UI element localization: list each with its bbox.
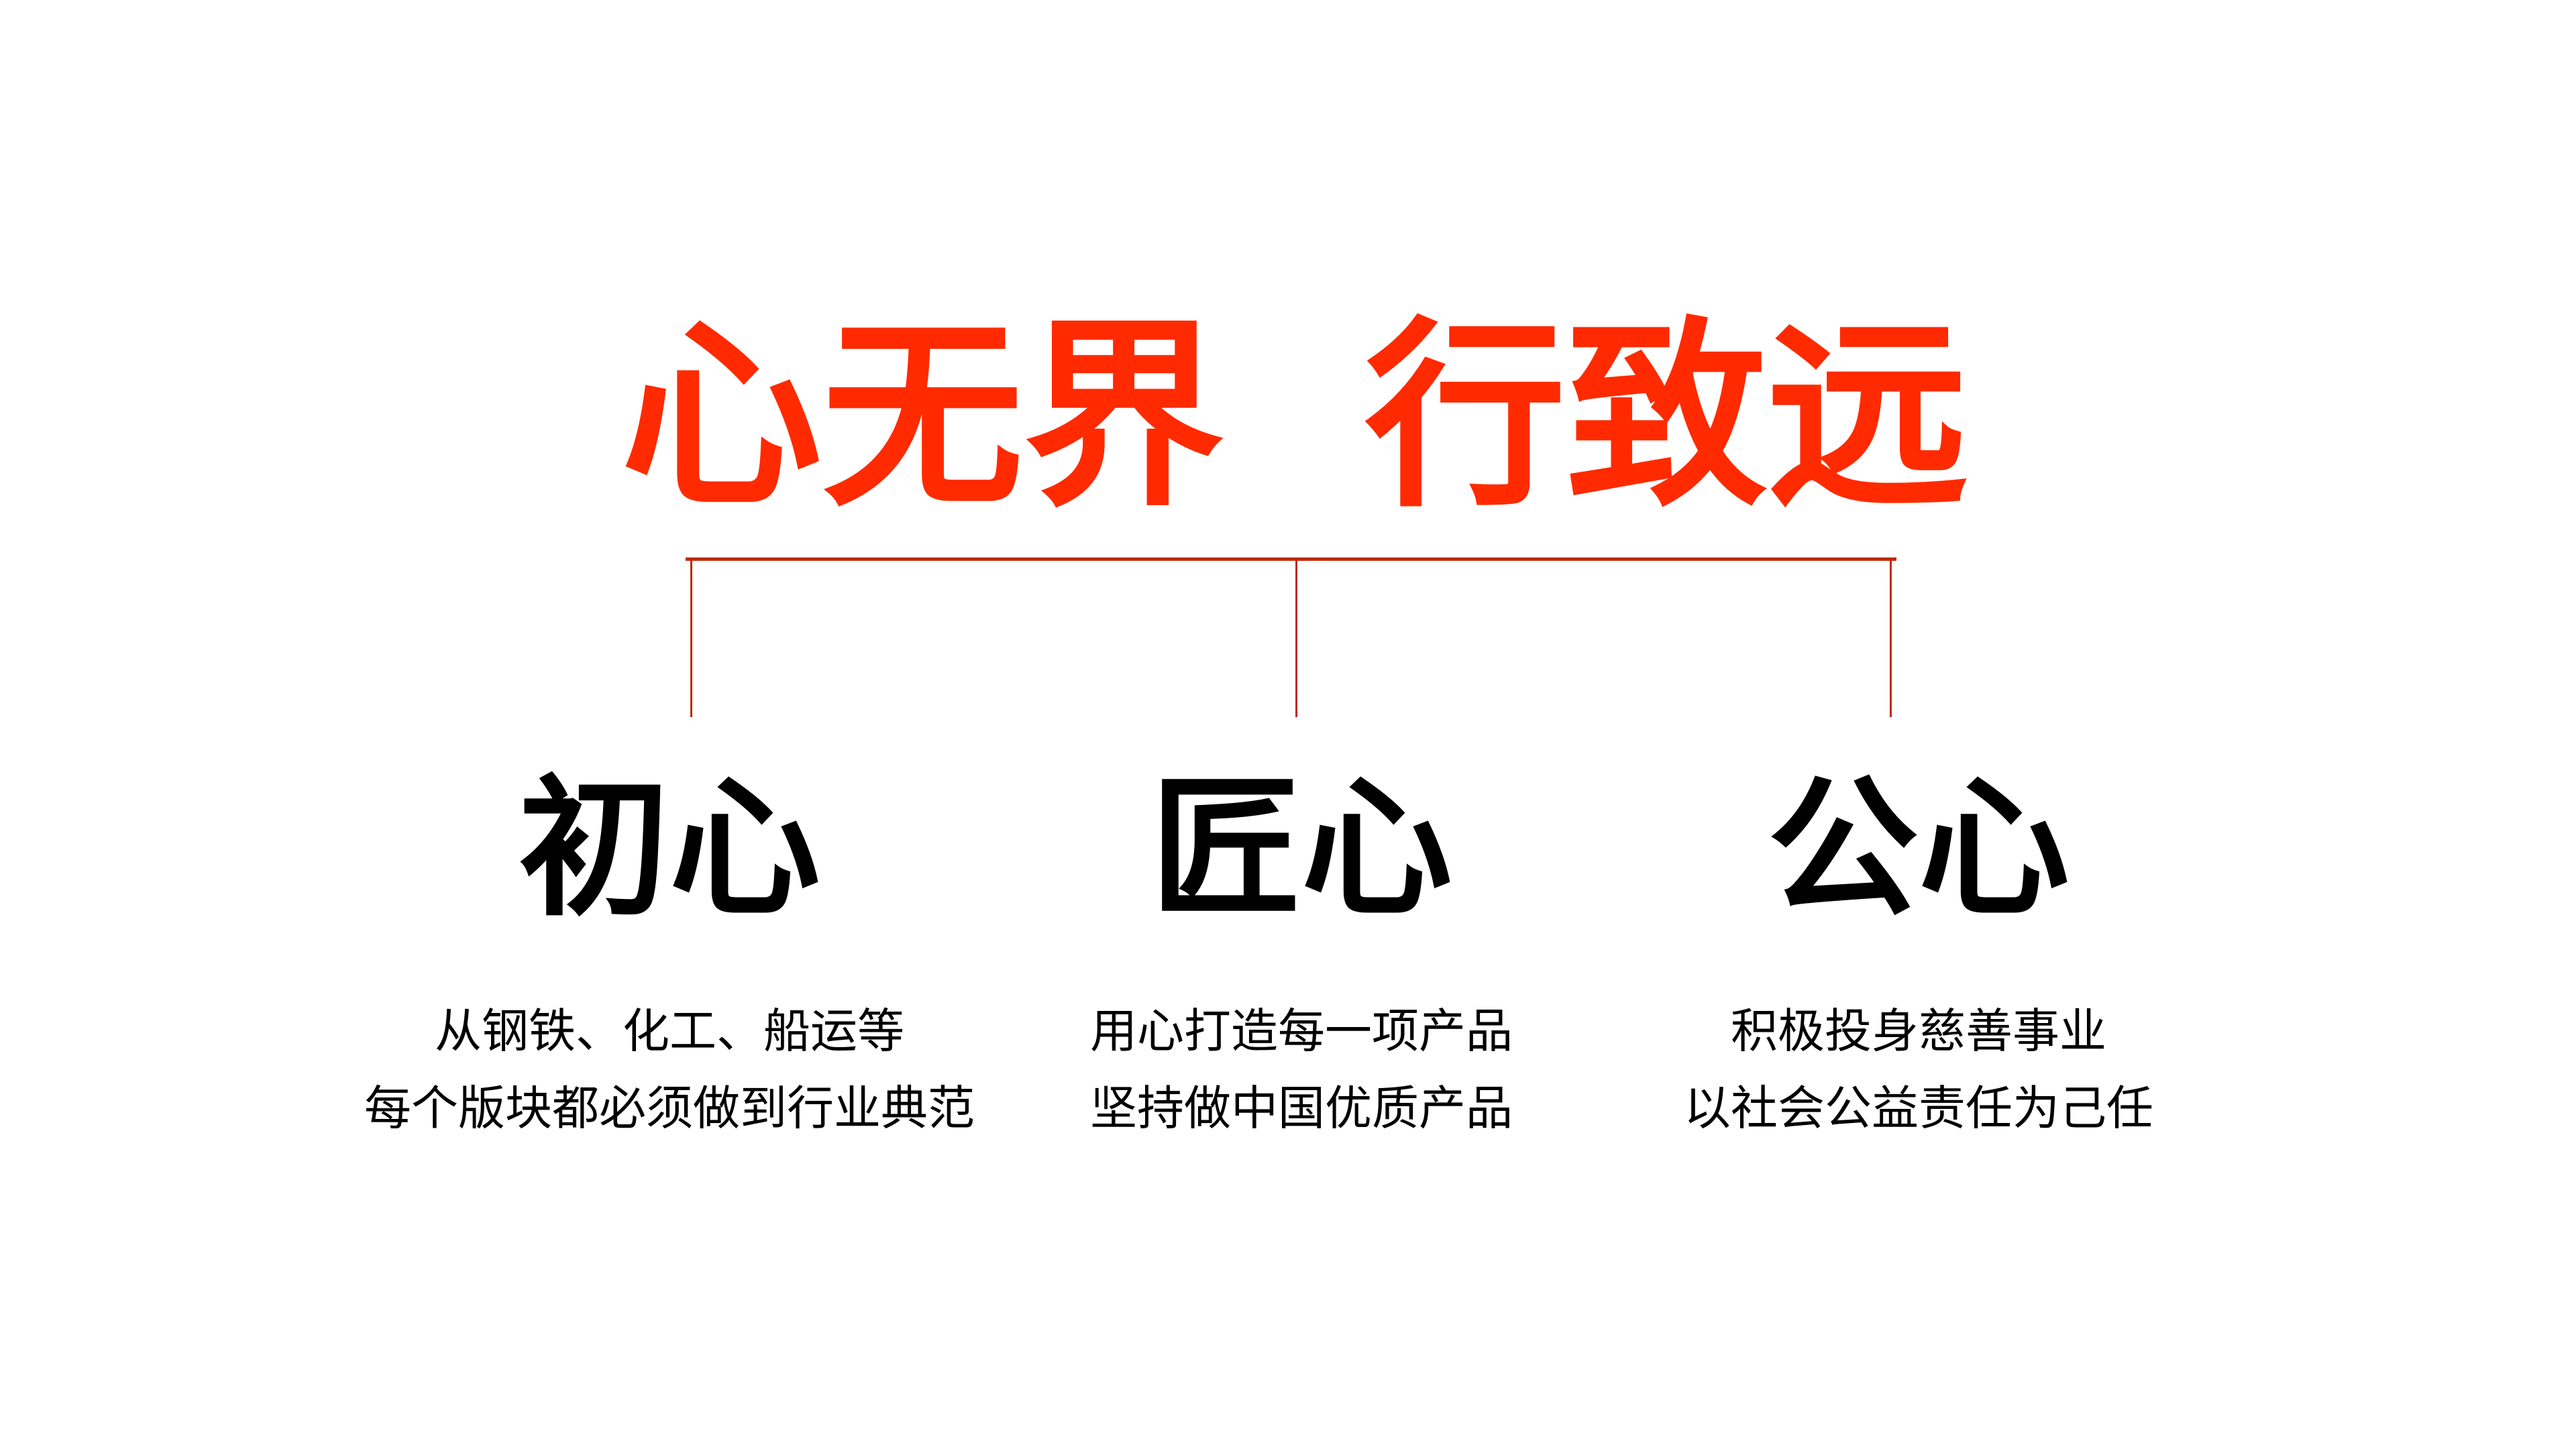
description-line: 每个版块都必须做到行业典范 bbox=[364, 1081, 975, 1136]
column-chuxin: 初心 从钢铁、化工、船运等 每个版块都必须做到行业典范 bbox=[301, 758, 1038, 1147]
column-jiangxin: 匠心 用心打造每一项产品 坚持做中国优质产品 bbox=[932, 758, 1670, 1147]
connector-center-line bbox=[1295, 559, 1297, 717]
slide-title: 心无界 行致远 bbox=[621, 297, 1969, 534]
connector-horizontal-line bbox=[686, 557, 1896, 561]
description-line: 从钢铁、化工、船运等 bbox=[435, 1004, 904, 1059]
column-heading: 初心 bbox=[519, 760, 820, 937]
description-line: 以社会公益责任为己任 bbox=[1684, 1081, 2153, 1136]
column-heading: 匠心 bbox=[1150, 760, 1452, 937]
column-heading: 公心 bbox=[1768, 760, 2070, 937]
connector-left-line bbox=[690, 559, 692, 717]
column-description: 积极投身慈善事业 以社会公益责任为己任 bbox=[1550, 993, 2288, 1147]
column-gongxin: 公心 积极投身慈善事业 以社会公益责任为己任 bbox=[1550, 758, 2288, 1147]
column-description: 用心打造每一项产品 坚持做中国优质产品 bbox=[932, 993, 1670, 1147]
description-line: 积极投身慈善事业 bbox=[1731, 1004, 2106, 1059]
description-line: 坚持做中国优质产品 bbox=[1090, 1081, 1513, 1136]
connector-right-line bbox=[1890, 559, 1892, 717]
column-description: 从钢铁、化工、船运等 每个版块都必须做到行业典范 bbox=[301, 993, 1038, 1147]
description-line: 用心打造每一项产品 bbox=[1090, 1004, 1513, 1059]
